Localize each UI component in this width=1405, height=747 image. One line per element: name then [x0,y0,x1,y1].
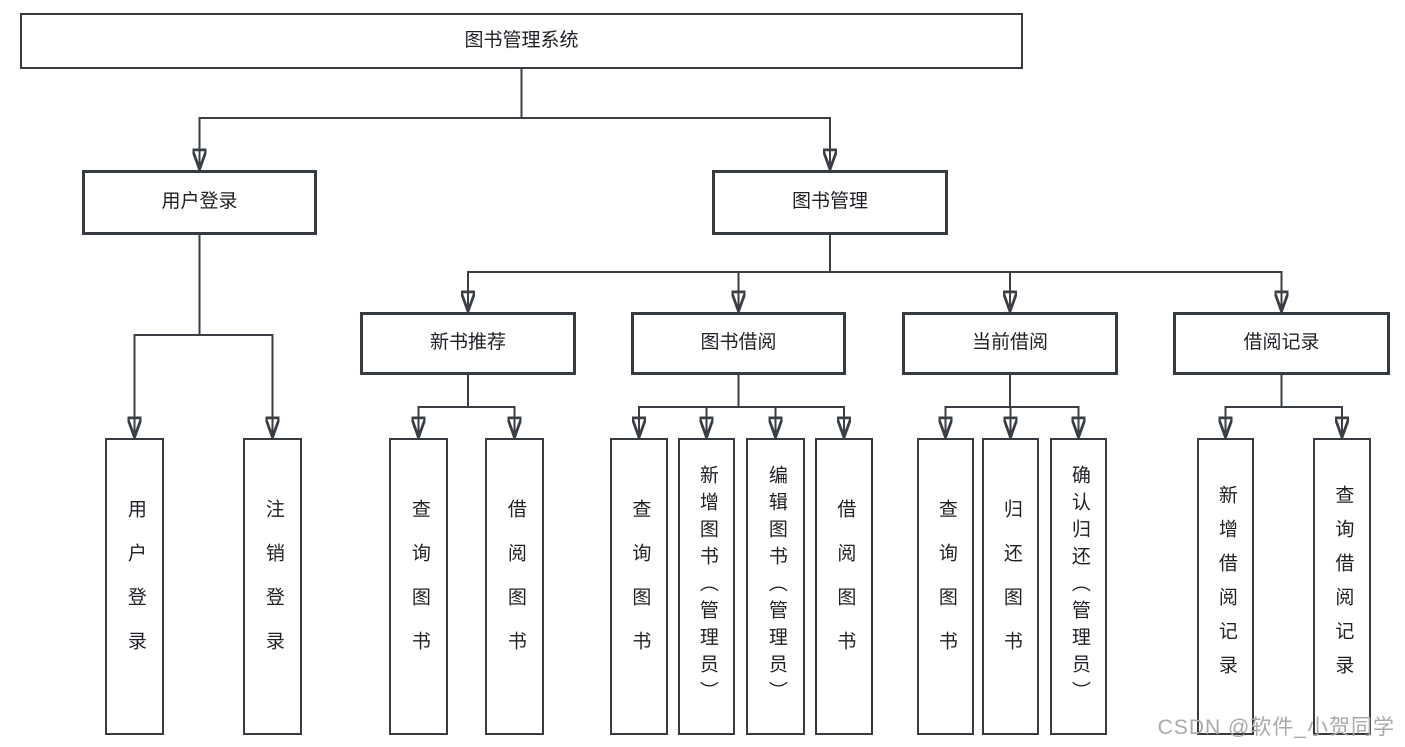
section-current-borrowing: 当前借阅 [902,312,1118,375]
leaf-add-borrow-record: 新增借阅记录 [1197,438,1254,735]
leaf-query-borrow-record: 查询借阅记录 [1313,438,1371,735]
csdn-watermark: CSDN @软件_小贺同学 [1157,716,1395,739]
leaf-add-borrow-record-label: 新增借阅记录 [1215,484,1237,689]
leaf-edit-books-admin: 编辑图书（管理员） [746,438,805,735]
section-book-borrowing: 图书借阅 [631,312,846,375]
leaf-query-books-current-label: 查询图书 [935,498,957,675]
leaf-return-books-label: 归还图书 [1000,498,1022,675]
branch-book-management: 图书管理 [712,170,948,235]
branch-book-management-label: 图书管理 [791,191,868,213]
leaf-logout: 注销登录 [243,438,302,735]
leaf-confirm-return-admin: 确认归还（管理员） [1050,438,1107,735]
leaf-user-login-label: 用户登录 [124,498,146,675]
branch-user-login-label: 用户登录 [161,191,238,213]
leaf-add-books-admin: 新增图书（管理员） [678,438,735,735]
leaf-borrow-books-recommend-label: 借阅图书 [504,498,526,675]
leaf-return-books: 归还图书 [982,438,1039,735]
leaf-query-books-recommend-label: 查询图书 [408,498,430,675]
leaf-borrow-books-borrowing: 借阅图书 [815,438,873,735]
section-borrow-records: 借阅记录 [1173,312,1390,375]
section-current-borrowing-label: 当前借阅 [971,332,1048,354]
leaf-query-books-borrowing-label: 查询图书 [629,498,651,675]
leaf-user-login: 用户登录 [105,438,164,735]
section-new-book-recommend-label: 新书推荐 [429,332,506,354]
leaf-borrow-books-recommend: 借阅图书 [485,438,544,735]
leaf-logout-label: 注销登录 [262,498,284,675]
branch-user-login: 用户登录 [82,170,317,235]
section-book-borrowing-label: 图书借阅 [700,332,777,354]
leaf-query-books-recommend: 查询图书 [389,438,448,735]
leaf-add-books-admin-label: 新增图书（管理员） [696,465,718,708]
root-node-library-management-system: 图书管理系统 [20,13,1023,69]
section-borrow-records-label: 借阅记录 [1243,332,1320,354]
leaf-query-borrow-record-label: 查询借阅记录 [1332,484,1354,689]
leaf-query-books-current: 查询图书 [917,438,974,735]
section-new-book-recommend: 新书推荐 [360,312,576,375]
leaf-query-books-borrowing: 查询图书 [610,438,668,735]
leaf-borrow-books-borrowing-label: 借阅图书 [834,498,856,675]
root-node-label: 图书管理系统 [464,29,579,51]
leaf-confirm-return-admin-label: 确认归还（管理员） [1068,465,1090,708]
leaf-edit-books-admin-label: 编辑图书（管理员） [765,465,787,708]
